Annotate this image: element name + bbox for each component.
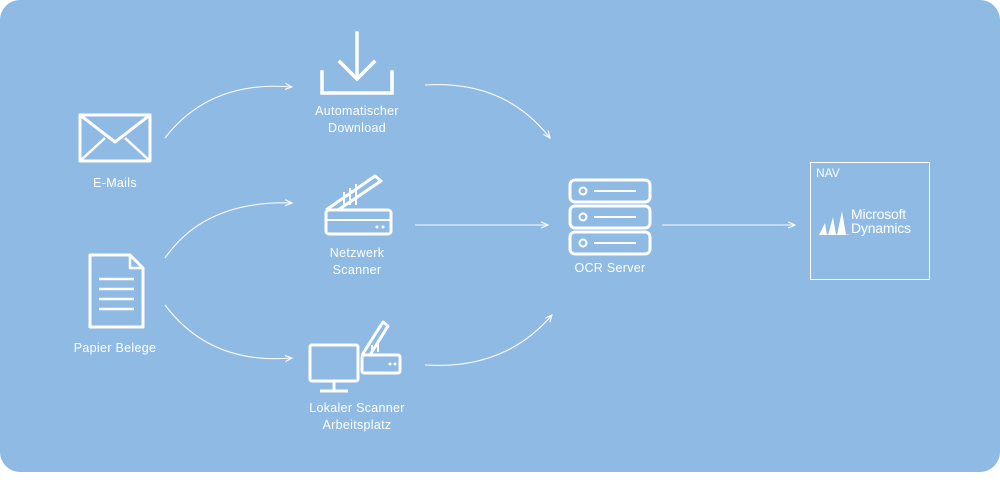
microsoft-dynamics-wordmark: Microsoft Dynamics [851,206,911,236]
server-icon [568,178,652,256]
flow-diagram [78,31,1000,393]
arrow-paper-to-local-scanner [164,304,292,359]
scanner-icon [324,174,393,236]
diagram-panel [0,0,1000,472]
envelope-icon [78,113,152,163]
dynamics-logo [819,211,849,235]
arrow-local-scanner-to-server [424,315,552,366]
paper-label: Papier Belege [73,341,157,355]
download-label: Automatischer Download [315,104,399,135]
nav-target-box: NAV Microsoft Dynamics [810,162,930,280]
download-icon [320,31,394,95]
arrow-download-to-server [424,84,550,138]
local-scanner-label: Lokaler Scanner Arbeitsplatz [309,401,405,432]
workstation-scanner-icon [308,320,402,393]
emails-label: E-Mails [93,176,137,190]
nav-tag: NAV [816,166,840,180]
arrow-paper-to-network-scanner [164,203,292,259]
network-scanner-label: Netzwerk Scanner [329,246,385,277]
ocr-server-label: OCR Server [574,261,646,275]
document-icon [88,253,145,329]
arrow-emails-to-download [164,86,292,139]
